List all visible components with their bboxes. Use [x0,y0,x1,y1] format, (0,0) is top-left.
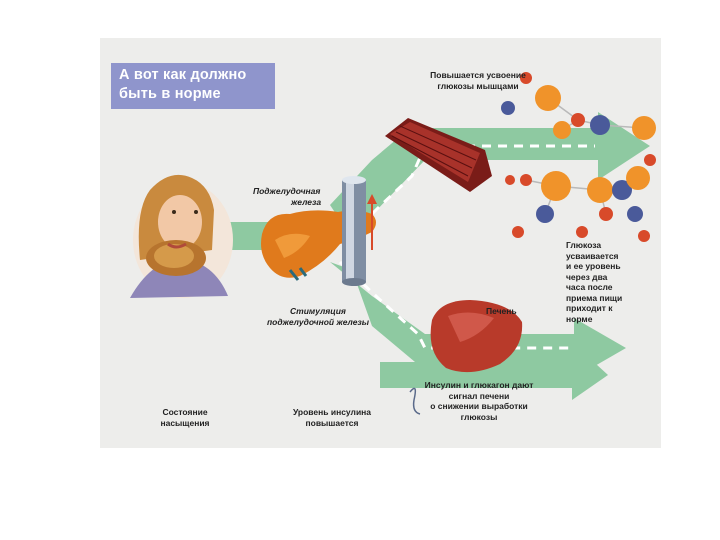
title-box: А вот как должно быть в норме [111,63,275,109]
woman-eating-image [130,175,233,298]
label-signal: Инсулин и глюкагон дают сигнал печени о … [414,380,544,422]
label-pancreas: Поджелудочная железа [253,186,321,207]
label-liver: Печень [486,306,517,317]
label-insulin-rises: Уровень инсулина повышается [276,407,388,428]
label-glucose-absorbed: Глюкоза усваивается и ее уровень через д… [566,240,622,324]
label-muscle: Повышается усвоение глюкозы мышцами [418,70,538,91]
title-line-2: быть в норме [119,86,221,102]
title-line-1: А вот как должно [119,67,246,83]
label-satiety: Состояние насыщения [140,407,230,428]
label-stimulation: Стимуляция поджелудочной железы [262,306,374,327]
